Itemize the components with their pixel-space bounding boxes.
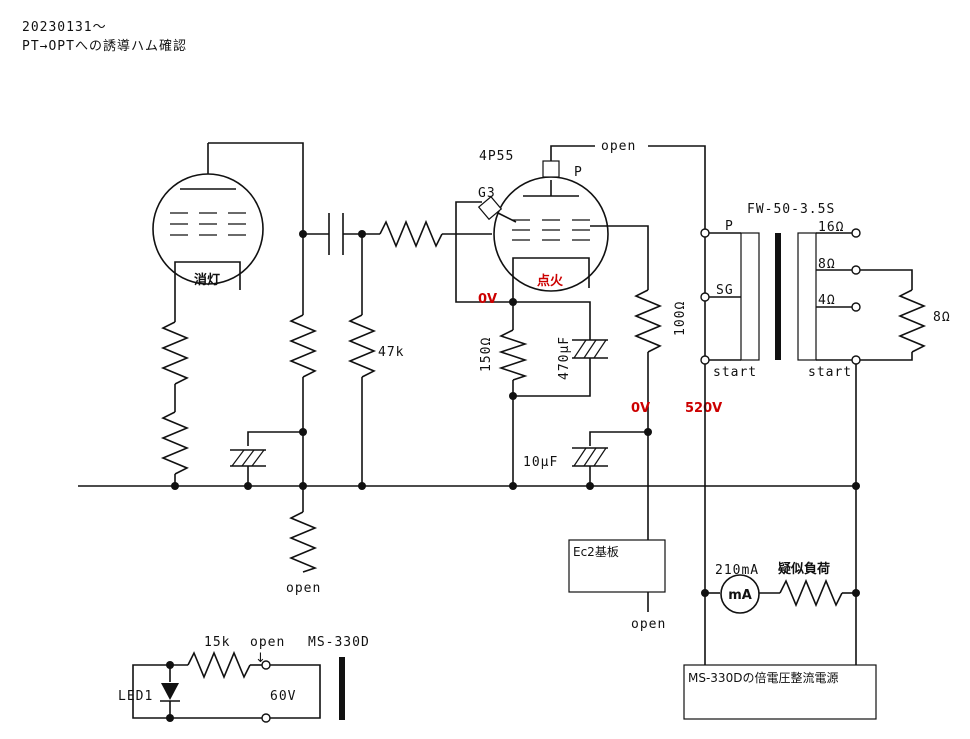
primary-winding xyxy=(740,232,760,361)
primary-sg-label: SG xyxy=(716,283,734,298)
cathode-voltage: 0V xyxy=(478,292,497,307)
dummy-load-resistor xyxy=(779,578,843,608)
label-47k: 47k xyxy=(378,345,404,360)
dummy-load-label: 疑似負荷 xyxy=(778,561,830,577)
tap-16-label: 16Ω xyxy=(818,220,844,235)
led-diode xyxy=(161,683,179,700)
transformer-name: FW-50-3.5S xyxy=(747,202,835,217)
psu-label: MS-330Dの倍電圧整流電源 xyxy=(688,670,838,685)
label-470uf: 470μF xyxy=(557,336,572,380)
open-mid: open xyxy=(631,617,666,632)
screen-voltage: 0V xyxy=(631,401,650,416)
indicator-voltage: 60V xyxy=(270,689,296,704)
plate-load-resistor xyxy=(288,314,318,378)
primary-p-label: P xyxy=(725,219,734,234)
open-arrow: ↓ xyxy=(255,651,266,666)
left-plate-wire xyxy=(208,142,304,234)
left-cathode-resistor-2 xyxy=(160,411,190,475)
tube-status-label: 点火 xyxy=(537,273,564,289)
label-100-ohm: 100Ω xyxy=(673,301,688,336)
indicator-device-label: MS-330D xyxy=(308,635,370,650)
milliammeter xyxy=(720,574,760,614)
primary-start-label: start xyxy=(713,365,757,380)
tube-name: 4P55 xyxy=(479,149,514,164)
current-reading: 210mA xyxy=(715,563,759,578)
plate-pin-label: P xyxy=(574,165,583,180)
left-cathode-resistor-1 xyxy=(160,321,190,385)
secondary-winding xyxy=(797,232,817,361)
output-tube xyxy=(493,176,609,302)
header-title: PT→OPTへの誘導ハム確認 xyxy=(22,38,187,54)
label-10uf: 10μF xyxy=(523,455,558,470)
b-plus-voltage: 520V xyxy=(685,401,722,416)
header-date: 20230131～ xyxy=(22,20,107,35)
g3-cap xyxy=(477,195,503,221)
left-tube-label: 消灯 xyxy=(194,272,220,288)
g3-pin-label: G3 xyxy=(478,186,496,201)
open-left: open xyxy=(286,581,321,596)
open-top: open xyxy=(601,139,636,154)
ec2-board-label: Ec2基板 xyxy=(573,545,619,559)
screen-resistor-100 xyxy=(633,289,663,353)
secondary-start-label: start xyxy=(808,365,852,380)
left-tube xyxy=(152,143,264,290)
plate-cap xyxy=(542,160,560,178)
cathode-resistor-150 xyxy=(498,329,528,381)
bleeder-resistor xyxy=(288,511,318,573)
milliammeter-label: mA xyxy=(728,588,752,603)
indicator-resistor-label: 15k xyxy=(204,635,230,650)
indicator-resistor xyxy=(187,650,251,680)
grid-leak-resistor xyxy=(347,314,377,378)
ec2-board-box xyxy=(568,539,666,593)
tap-8-label: 8Ω xyxy=(818,257,836,272)
grid-stopper-resistor xyxy=(379,219,443,249)
label-150-ohm: 150Ω xyxy=(479,337,494,372)
speaker-load-resistor xyxy=(897,289,927,353)
psu-box xyxy=(683,664,877,720)
tap-4-label: 4Ω xyxy=(818,293,836,308)
speaker-load-label: 8Ω xyxy=(933,310,951,325)
led-label: LED1 xyxy=(118,689,153,704)
indicator-open-label: open xyxy=(250,635,285,650)
